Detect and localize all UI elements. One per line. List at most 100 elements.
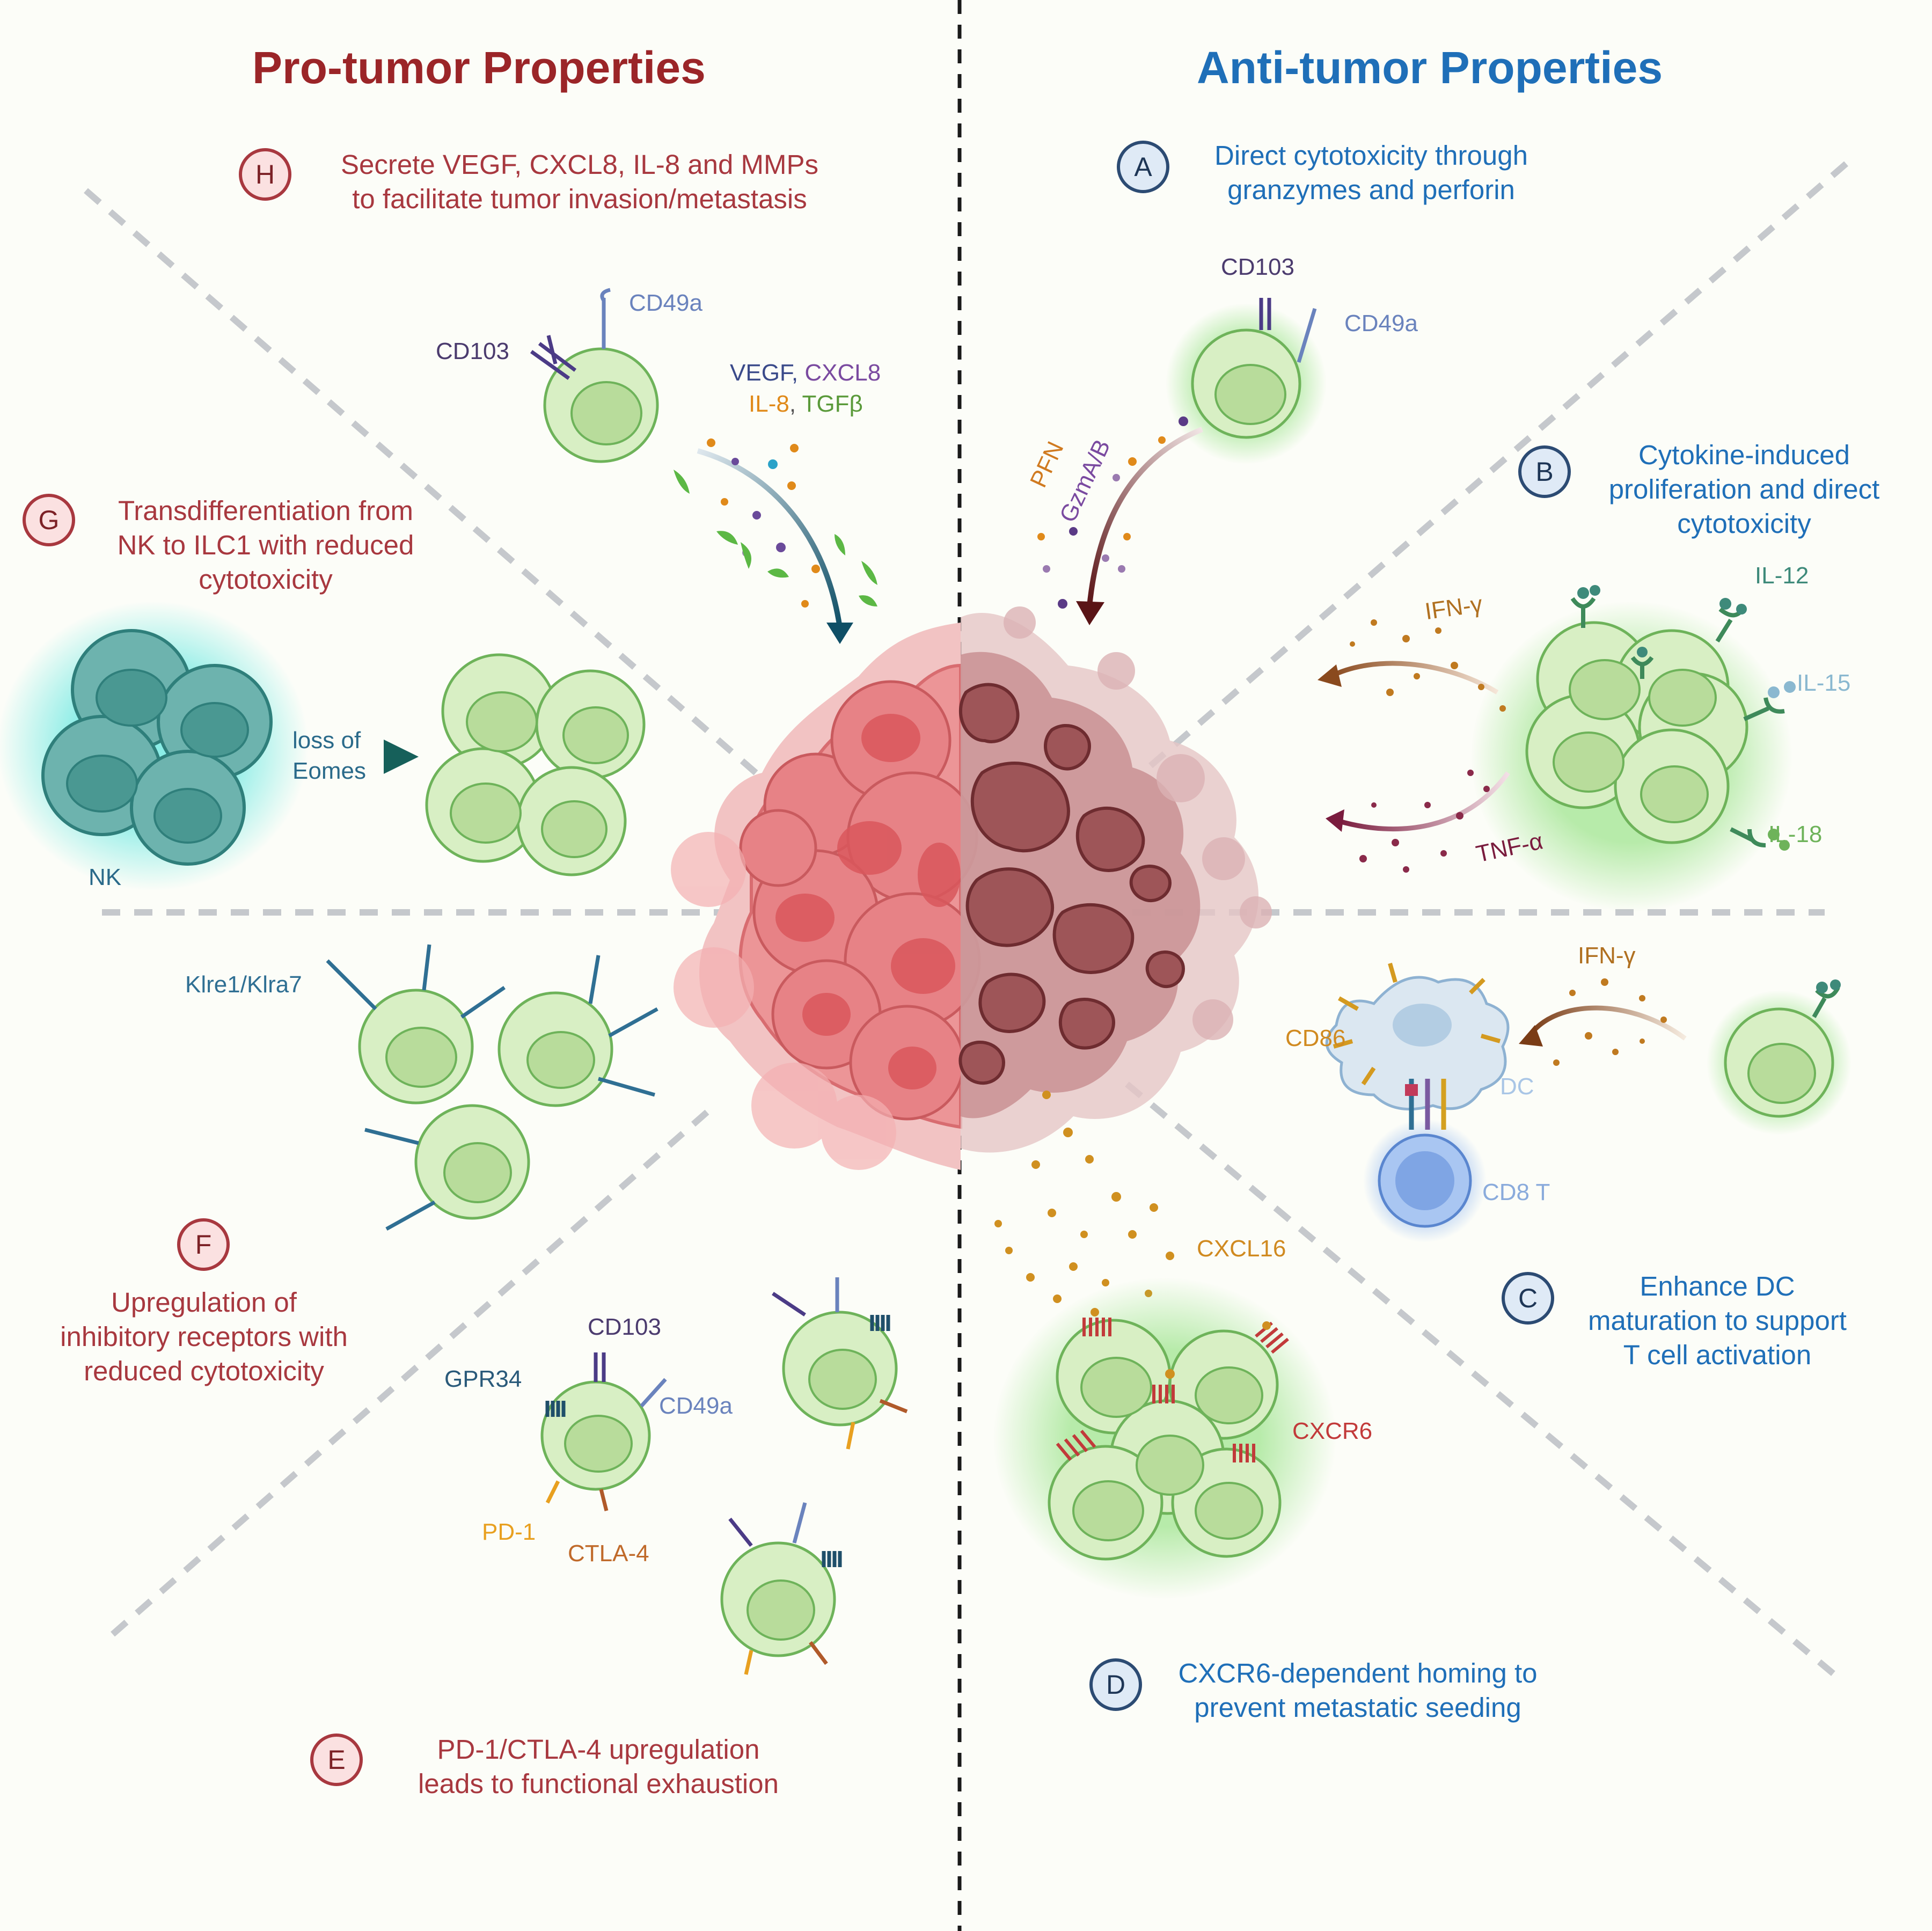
b-tnfa-arrow <box>1338 771 1510 832</box>
f-klre-label: Klre1/Klra7 <box>185 971 302 998</box>
panel-f-line-2: inhibitory receptors with <box>60 1321 348 1352</box>
panel-b-tag: B <box>1518 445 1571 498</box>
h-comma-2: , <box>789 391 802 417</box>
g-arrow-head <box>384 740 419 774</box>
a-cd49a-receptor <box>1297 308 1317 363</box>
e-ctla4-label: CTLA-4 <box>568 1540 649 1567</box>
panel-f-text: Upregulation of inhibitory receptors wit… <box>32 1285 376 1388</box>
panel-c-line-2: maturation to support <box>1588 1305 1847 1336</box>
panel-e-line-1: PD-1/CTLA-4 upregulation <box>437 1734 760 1765</box>
a-cell <box>1191 328 1301 439</box>
section-dividers <box>84 161 1848 1683</box>
panel-a-line-2: granzymes and perforin <box>1227 174 1515 205</box>
e-cd49a-label: CD49a <box>659 1393 733 1419</box>
h-il8-label: IL-8 <box>749 391 789 417</box>
g-nk-label: NK <box>89 864 122 890</box>
c-ifng-arrow <box>1527 1005 1687 1041</box>
pro-tumor-header: Pro-tumor Properties <box>252 42 706 93</box>
panel-c-text: Enhance DC maturation to support T cell … <box>1556 1269 1878 1372</box>
b-il15-label: IL-15 <box>1797 670 1851 696</box>
a-arrow <box>1087 427 1203 607</box>
panel-f-line-1: Upregulation of <box>111 1287 297 1318</box>
h-cell <box>543 347 659 463</box>
g-nk-nuclei <box>66 669 249 844</box>
h-cytokines-line-1: VEGF, CXCL8 <box>730 360 881 386</box>
b-ifng-particles <box>1350 619 1506 712</box>
d-cxcr6-label: CXCR6 <box>1292 1418 1373 1444</box>
c-ifng-label: IFN-γ <box>1578 942 1636 969</box>
h-arrow-head <box>826 623 853 644</box>
e-cd103-label: CD103 <box>588 1314 661 1340</box>
a-perforin-granzyme-particles <box>1037 416 1188 609</box>
c-ifng-particles <box>1553 978 1667 1066</box>
f-cells <box>358 989 613 1220</box>
h-vegf-label: VEGF <box>730 360 792 386</box>
c-cd8t-cell <box>1378 1133 1472 1228</box>
a-cd49a-label: CD49a <box>1344 310 1418 337</box>
c-dc-label: DC <box>1500 1073 1534 1100</box>
panel-d-text: CXCR6-dependent homing to prevent metast… <box>1154 1656 1562 1725</box>
g-ilc1-cells <box>425 653 646 876</box>
e-gpr34-label: GPR34 <box>444 1366 522 1392</box>
panel-d-line-1: CXCR6-dependent homing to <box>1178 1658 1538 1688</box>
b-cells <box>1525 621 1748 844</box>
b-ifng-arrow-head <box>1318 664 1342 687</box>
panel-h-line-2: to facilitate tumor invasion/metastasis <box>352 184 807 214</box>
g-loss-of-label: loss of <box>292 727 361 754</box>
h-cd49a-label: CD49a <box>629 290 702 316</box>
dying-tumor-cells <box>958 606 1272 1153</box>
panel-a-text: Direct cytotoxicity through granzymes an… <box>1178 138 1564 207</box>
panel-b-text: Cytokine-induced proliferation and direc… <box>1583 438 1905 541</box>
b-cytokine-ligands <box>1577 585 1796 851</box>
a-cd103-receptor <box>1259 298 1271 330</box>
panel-d-tag: D <box>1089 1658 1142 1711</box>
panel-e-tag: E <box>310 1733 363 1786</box>
b-il12-label: IL-12 <box>1755 562 1809 589</box>
panel-a-line-1: Direct cytotoxicity through <box>1214 140 1528 171</box>
c-cd8t-label: CD8 T <box>1482 1179 1550 1205</box>
tumor-mass <box>671 606 1272 1170</box>
h-cd103-receptor <box>530 335 577 380</box>
e-receptors <box>545 1277 908 1675</box>
b-ifng-arrow <box>1329 661 1499 694</box>
b-tnfa-particles <box>1359 770 1490 873</box>
a-cd103-label: CD103 <box>1221 254 1294 280</box>
panel-f-tag: F <box>177 1218 230 1271</box>
panel-g-line-3: cytotoxicity <box>199 564 333 595</box>
c-cd86-receptors <box>1333 962 1501 1086</box>
panel-c-line-1: Enhance DC <box>1640 1271 1795 1301</box>
panel-h-line-1: Secrete VEGF, CXCL8, IL-8 and MMPs <box>340 149 818 180</box>
panel-b-line-2: proliferation and direct <box>1608 474 1880 504</box>
c-cell <box>1724 979 1841 1118</box>
panel-e-text: PD-1/CTLA-4 upregulation leads to functi… <box>376 1732 821 1801</box>
h-cd49a-receptor <box>600 288 611 349</box>
panel-a-tag: A <box>1117 141 1169 193</box>
g-eomes-label: Eomes <box>292 758 366 784</box>
d-cxcr6-receptors <box>1056 1318 1289 1462</box>
d-cells <box>1048 1319 1282 1561</box>
b-tnfa-arrow-head <box>1326 809 1344 832</box>
panel-f-line-3: reduced cytotoxicity <box>84 1356 324 1386</box>
e-pd1-label: PD-1 <box>482 1519 536 1545</box>
h-cd103-label: CD103 <box>436 338 509 364</box>
c-cd86-label: CD86 <box>1285 1025 1346 1051</box>
c-dc-cell <box>1325 976 1510 1111</box>
a-arrow-head <box>1076 601 1104 625</box>
panel-c-tag: C <box>1502 1272 1554 1325</box>
h-cytokines-line-2: IL-8, TGFβ <box>749 391 863 418</box>
h-comma-1: , <box>791 360 805 386</box>
panel-g-line-1: Transdifferentiation from <box>118 495 413 526</box>
h-tgfb-label: TGFβ <box>802 391 863 417</box>
h-cxcl8-label: CXCL8 <box>804 360 881 386</box>
panel-b-line-1: Cytokine-induced <box>1638 440 1850 470</box>
d-cxcl16-label: CXCL16 <box>1197 1235 1286 1262</box>
anti-tumor-header: Anti-tumor Properties <box>1197 42 1663 93</box>
panel-g-line-2: NK to ILC1 with reduced <box>117 530 414 560</box>
panel-b-line-3: cytotoxicity <box>1677 508 1811 539</box>
f-inhibitory-receptors <box>326 944 658 1231</box>
panel-d-line-2: prevent metastatic seeding <box>1194 1692 1521 1723</box>
panel-g-text: Transdifferentiation from NK to ILC1 wit… <box>97 494 435 597</box>
panel-h-text: Secrete VEGF, CXCL8, IL-8 and MMPs to fa… <box>311 148 848 216</box>
